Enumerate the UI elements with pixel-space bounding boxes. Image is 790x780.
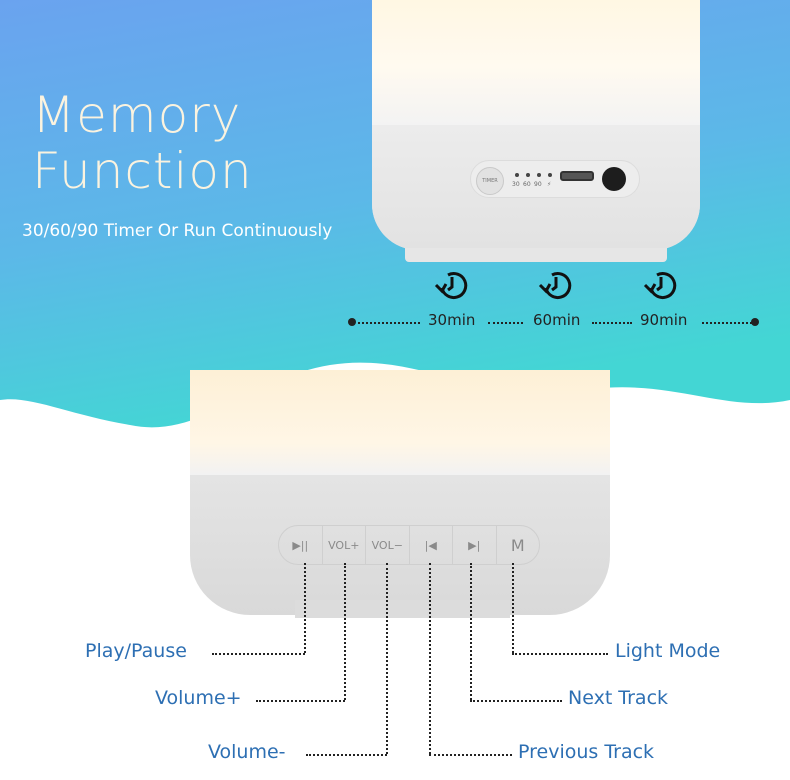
mode-button: M <box>510 535 525 555</box>
volume-down-button: VOL− <box>366 526 410 564</box>
timeline-dots <box>488 322 523 324</box>
timeline-label: 60min <box>533 311 581 329</box>
volume-up-button: VOL+ <box>323 526 366 564</box>
play-pause-button: ▶|| <box>279 526 323 564</box>
leader-line <box>306 754 387 756</box>
led-label: ⚡ <box>547 181 552 188</box>
callout-play-pause: Play/Pause <box>85 640 187 662</box>
lamp-lip <box>295 600 510 618</box>
leader-line <box>512 563 514 653</box>
timeline-end-dot <box>751 318 759 326</box>
timer-button: TIMER <box>476 167 504 195</box>
timeline-dots <box>592 322 632 324</box>
timeline-dots <box>358 322 420 324</box>
button-bar: ▶|| VOL+ VOL− |◀ ▶| M <box>278 525 540 565</box>
leader-line <box>512 653 608 655</box>
callout-volume-down: Volume- <box>208 741 286 763</box>
lamp-lip <box>405 248 667 262</box>
callout-next-track: Next Track <box>568 687 669 709</box>
led-label: 60 <box>523 181 531 188</box>
subtitle: 30/60/90 Timer Or Run Continuously <box>22 221 333 241</box>
callout-light-mode: Light Mode <box>615 640 721 662</box>
usb-port-icon <box>560 171 594 181</box>
audio-jack-icon <box>602 167 626 191</box>
heading-line2: Function <box>32 142 253 200</box>
callout-volume-up: Volume+ <box>155 687 242 709</box>
leader-line <box>470 700 562 702</box>
timeline-start-dot <box>348 318 356 326</box>
led <box>537 173 541 177</box>
led <box>515 173 519 177</box>
leader-line <box>386 563 388 754</box>
callout-previous-track: Previous Track <box>518 741 655 763</box>
timeline-label: 30min <box>428 311 476 329</box>
next-button: ▶| <box>453 526 497 564</box>
timeline-dots <box>702 322 752 324</box>
heading-line1: Memory <box>32 86 242 144</box>
timer-clock-icon <box>434 272 468 300</box>
led <box>526 173 530 177</box>
led-label: 90 <box>534 181 542 188</box>
leader-line <box>256 700 345 702</box>
led <box>548 173 552 177</box>
previous-button: |◀ <box>410 526 453 564</box>
leader-line <box>344 563 346 700</box>
leader-line <box>470 563 472 700</box>
leader-line <box>212 653 305 655</box>
timeline-label: 90min <box>640 311 688 329</box>
lamp-bottom-image <box>190 370 610 615</box>
leader-line <box>429 754 512 756</box>
timer-clock-icon <box>643 272 677 300</box>
leader-line <box>429 563 431 754</box>
lamp-top-image <box>372 0 700 250</box>
leader-line <box>304 563 306 653</box>
timer-clock-icon <box>538 272 572 300</box>
led-label: 30 <box>512 181 520 188</box>
